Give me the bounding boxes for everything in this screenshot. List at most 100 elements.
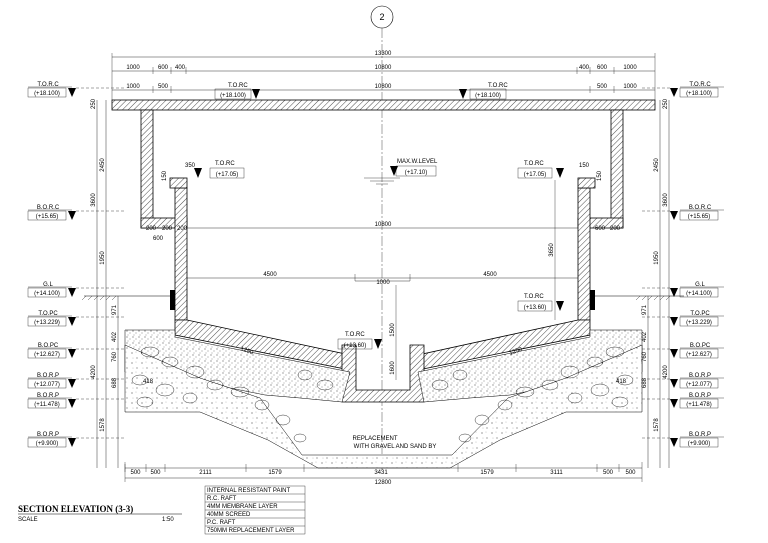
left-level-tag-6: B.O.R.P(+11.478) xyxy=(27,393,125,409)
sloped-floor-slab xyxy=(174,319,591,403)
level-arrow-icon xyxy=(68,438,76,447)
svg-text:150: 150 xyxy=(597,170,603,181)
left-level-tags: T.O.R.C(+18.100) B.O.R.C(+15.65) G.L(+14.1… xyxy=(27,82,125,448)
svg-text:1578: 1578 xyxy=(654,418,660,432)
level-name: T.O.R.C xyxy=(37,82,59,88)
svg-text:600: 600 xyxy=(158,65,169,71)
svg-text:600: 600 xyxy=(153,236,164,242)
svg-text:10800: 10800 xyxy=(375,222,392,228)
bottom-dim-label: 500 xyxy=(625,470,636,476)
svg-text:T.O.RC: T.O.RC xyxy=(345,332,365,338)
svg-text:1000: 1000 xyxy=(623,84,637,90)
svg-text:1250: 1250 xyxy=(239,346,254,356)
max-water-level: MAX.W.LEVEL (+17.10) xyxy=(364,159,438,185)
level-value: (+12.077) xyxy=(34,382,60,388)
svg-text:200: 200 xyxy=(162,226,173,232)
top-dimensions: 13300 1000 600 400 10800 400 600 1000 10… xyxy=(111,51,656,100)
left-level-tag-0: T.O.R.C(+18.100) xyxy=(27,82,125,98)
level-arrow-icon xyxy=(670,288,678,297)
level-arrow-icon xyxy=(68,317,76,326)
svg-text:402: 402 xyxy=(642,331,648,342)
level-name: B.O.R.P xyxy=(37,432,59,438)
svg-text:400: 400 xyxy=(579,65,590,71)
left-level-tag-4: B.O.PC(+12.627) xyxy=(27,343,125,359)
level-arrow-icon xyxy=(68,211,76,220)
level-value: (+12.627) xyxy=(34,352,60,358)
right-level-tag-6: B.O.R.P(+11.478) xyxy=(642,393,724,409)
svg-text:1950: 1950 xyxy=(654,251,660,265)
level-value: (+14.100) xyxy=(686,291,712,297)
svg-text:200: 200 xyxy=(146,226,157,232)
level-name: B.O.R.P xyxy=(37,393,59,399)
svg-text:T.O.RC: T.O.RC xyxy=(524,294,544,300)
left-level-tag-1: B.O.R.C(+15.65) xyxy=(27,205,125,221)
scale-label: SCALE xyxy=(18,517,38,523)
top-wall-right-tag: T.O.RC (+17.05) xyxy=(517,161,564,179)
svg-text:P.C. RAFT: P.C. RAFT xyxy=(207,520,236,526)
svg-text:T.O.RC: T.O.RC xyxy=(215,161,235,167)
level-value: (+9.900) xyxy=(688,441,711,447)
svg-text:250: 250 xyxy=(663,98,669,109)
vertical-dimensions: 250 2450 3600 1950 4200 971 402 760 688 … xyxy=(91,98,670,468)
top-wall-left-tag: T.O.RC (+17.05) xyxy=(194,161,245,179)
right-level-tag-3: T.O.PC(+13.229) xyxy=(642,311,724,327)
svg-text:1950: 1950 xyxy=(100,251,106,265)
bottom-dim-label: 2111 xyxy=(199,470,212,476)
bottom-dim-label: 1579 xyxy=(268,470,282,476)
svg-text:2: 2 xyxy=(379,12,384,22)
svg-text:500: 500 xyxy=(597,84,608,90)
svg-text:500: 500 xyxy=(158,84,169,90)
level-value: (+15.65) xyxy=(688,214,711,220)
level-arrow-icon xyxy=(670,399,678,408)
svg-text:971: 971 xyxy=(642,304,648,315)
svg-text:400: 400 xyxy=(175,65,186,71)
level-arrow-icon xyxy=(670,211,678,220)
level-value: (+11.478) xyxy=(686,402,711,408)
svg-text:4500: 4500 xyxy=(263,272,277,278)
level-name: G.L xyxy=(695,282,705,288)
scale-value: 1:50 xyxy=(162,517,174,523)
svg-text:(+17.05): (+17.05) xyxy=(216,172,239,178)
level-name: T.O.PC xyxy=(690,311,710,317)
title-block: SECTION ELEVATION (3-3) SCALE 1:50 xyxy=(18,504,182,523)
inner-dimensions: 10800 4500 1000 4500 3650 1500 1600 150 … xyxy=(143,163,627,385)
svg-text:2450: 2450 xyxy=(654,158,660,172)
roof-slab xyxy=(111,99,656,111)
level-value: (+14.100) xyxy=(34,291,60,297)
right-level-tag-4: B.O.PC(+12.627) xyxy=(642,343,724,359)
svg-text:(+13.60): (+13.60) xyxy=(344,343,367,349)
svg-text:3650: 3650 xyxy=(549,243,555,257)
level-value: (+15.65) xyxy=(36,214,59,220)
level-arrow-icon xyxy=(68,288,76,297)
slope-right-tag: T.O.RC (+13.60) xyxy=(517,294,564,312)
svg-text:T.O.RC: T.O.RC xyxy=(488,83,508,89)
level-arrow-icon xyxy=(670,379,678,388)
svg-text:40MM SCREED: 40MM SCREED xyxy=(207,512,251,518)
svg-text:688: 688 xyxy=(112,377,118,388)
level-name: B.O.R.P xyxy=(37,373,59,379)
svg-text:R.C. RAFT: R.C. RAFT xyxy=(207,496,237,502)
drawing-title: SECTION ELEVATION (3-3) xyxy=(18,504,133,514)
svg-text:(+18.100): (+18.100) xyxy=(220,93,246,99)
ground-line xyxy=(81,290,684,310)
svg-text:WITH GRAVEL AND SAND BY: WITH GRAVEL AND SAND BY xyxy=(354,444,437,450)
svg-text:3600: 3600 xyxy=(91,193,97,207)
svg-text:MAX.W.LEVEL: MAX.W.LEVEL xyxy=(397,159,438,165)
sump-tag: T.O.RC (+13.60) xyxy=(337,332,382,350)
right-level-tag-2: G.L (+14.100) xyxy=(642,282,724,298)
svg-text:1600: 1600 xyxy=(390,361,396,375)
svg-text:688: 688 xyxy=(642,377,648,388)
left-level-tag-2: G.L(+14.100) xyxy=(27,282,125,298)
svg-text:600: 600 xyxy=(597,65,608,71)
level-value: (+12.077) xyxy=(686,382,712,388)
right-level-tag-7: B.O.R.P(+9.900) xyxy=(642,432,724,448)
svg-text:1000: 1000 xyxy=(126,84,140,90)
svg-text:T.O.RC: T.O.RC xyxy=(228,83,248,89)
svg-text:1578: 1578 xyxy=(100,418,106,432)
level-arrow-icon xyxy=(670,88,678,97)
level-name: B.O.PC xyxy=(690,343,711,349)
svg-text:4MM MEMBRANE LAYER: 4MM MEMBRANE LAYER xyxy=(207,504,278,510)
svg-text:1250: 1250 xyxy=(509,346,524,356)
